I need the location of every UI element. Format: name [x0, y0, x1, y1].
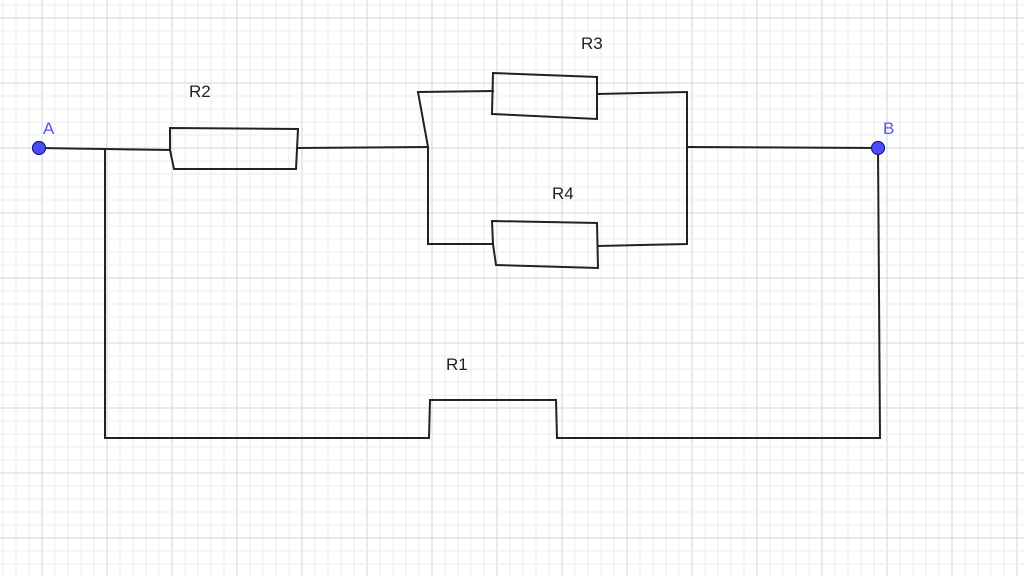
wire-r4-to-right-junction [596, 147, 688, 248]
terminal-b[interactable]: B [870, 119, 895, 156]
terminal-b-label: B [883, 119, 894, 138]
wire-junction-to-b [685, 145, 880, 150]
resistor-r2: R2 [169, 82, 300, 170]
resistor-label-r1: R1 [446, 355, 468, 374]
terminal-a-dot[interactable] [31, 140, 47, 156]
resistor-r4: R4 [490, 184, 600, 270]
wire-r2-to-junction [295, 145, 430, 150]
wire-junction-to-r3 [416, 89, 495, 149]
terminal-a-label: A [43, 119, 55, 138]
wire-r1-branch [104, 148, 430, 439]
wire-r3-to-right-junction [595, 90, 688, 149]
terminal-b-dot[interactable] [870, 140, 886, 156]
resistor-label-r2: R2 [189, 82, 211, 101]
resistor-r1: R1 [428, 355, 558, 439]
terminal-a[interactable]: A [31, 119, 56, 156]
resistor-label-r3: R3 [581, 34, 603, 53]
wire-junction-to-r4 [427, 146, 494, 245]
wire-r1-to-b [556, 146, 882, 439]
wires [38, 89, 882, 439]
resistor-r3: R3 [490, 34, 603, 121]
resistor-label-r4: R4 [552, 184, 574, 203]
